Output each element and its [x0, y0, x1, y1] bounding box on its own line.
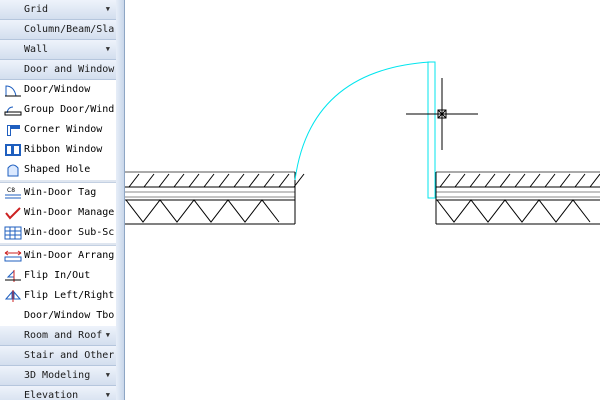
chevron-down-icon: ▼ — [105, 391, 110, 399]
category-label: Grid — [24, 4, 49, 15]
win-door-manage-icon — [4, 206, 22, 220]
chevron-down-icon: ▼ — [105, 5, 110, 13]
palette-scroll-edge[interactable] — [116, 0, 125, 400]
tool-door-window[interactable]: Door/Window — [0, 80, 116, 100]
tool-label: Win-Door Manage — [24, 207, 115, 218]
corner-window-icon — [4, 123, 22, 137]
flip-left-right-icon — [4, 289, 22, 303]
drawing-canvas[interactable] — [125, 0, 600, 400]
tool-win-door-tag[interactable]: C8 Win-Door Tag — [0, 183, 116, 203]
group-door-window-icon — [4, 103, 22, 117]
category-label: Stair and Other — [24, 350, 115, 361]
chevron-down-icon: ▼ — [105, 331, 110, 339]
category-label: 3D Modeling — [24, 370, 91, 381]
win-door-arrange-icon — [4, 249, 22, 263]
wall-left — [125, 171, 305, 225]
crosshair-cursor — [406, 78, 478, 150]
top-category-wall[interactable]: Wall ▼ — [0, 40, 116, 60]
tool-label: Door/Window Tbo — [24, 310, 115, 321]
shaped-hole-icon — [4, 163, 22, 177]
win-door-subscreen-icon — [4, 226, 22, 240]
tool-ribbon-window[interactable]: Ribbon Window — [0, 140, 116, 160]
separator — [0, 243, 116, 246]
tool-shaped-hole[interactable]: Shaped Hole — [0, 160, 116, 180]
tool-label: Win-door Sub-Sc — [24, 227, 115, 238]
tool-win-door-manage[interactable]: Win-Door Manage — [0, 203, 116, 223]
category-label: Room and Roof — [24, 330, 103, 341]
category-label: Wall — [24, 44, 49, 55]
tool-group-door-wind[interactable]: Group Door/Wind — [0, 100, 116, 120]
tool-label: Group Door/Wind — [24, 104, 115, 115]
tool-win-door-arrang[interactable]: Win-Door Arrang — [0, 246, 116, 266]
tool-label: Win-Door Tag — [24, 187, 97, 198]
bottom-category-room-and-roof[interactable]: Room and Roof▼ — [0, 326, 116, 346]
tool-label: Corner Window — [24, 124, 103, 135]
tool-label: Ribbon Window — [24, 144, 103, 155]
tool-label: Flip In/Out — [24, 270, 91, 281]
tool-label: Win-Door Arrang — [24, 250, 115, 261]
win-door-tag-icon: C8 — [4, 186, 22, 200]
category-label: Door and Window — [24, 64, 115, 75]
category-label: Column/Beam/Sla — [24, 24, 115, 35]
bottom-category-stair-and-other[interactable]: Stair and Other — [0, 346, 116, 366]
svg-text:C8: C8 — [7, 187, 15, 194]
bottom-category-elevation[interactable]: Elevation ▼ — [0, 386, 116, 400]
tool-flip-in-out[interactable]: Flip In/Out — [0, 266, 116, 286]
door-leaf — [427, 61, 436, 199]
top-category-column-beam-sla[interactable]: Column/Beam/Sla — [0, 20, 116, 40]
chevron-down-icon: ▼ — [105, 45, 110, 53]
tool-flip-left-right[interactable]: Flip Left/Right — [0, 286, 116, 306]
wall-right — [435, 171, 600, 225]
door-swing-arc — [294, 61, 431, 181]
category-label: Elevation — [24, 390, 79, 400]
tool-label: Door/Window — [24, 84, 91, 95]
tool-door-window-tbo[interactable]: Door/Window Tbo — [0, 306, 116, 326]
ribbon-window-icon — [4, 143, 22, 157]
door-window-icon — [4, 83, 22, 97]
chevron-down-icon: ▼ — [105, 371, 110, 379]
separator — [0, 180, 116, 183]
top-category-grid[interactable]: Grid ▼ — [0, 0, 116, 20]
tool-label: Flip Left/Right — [24, 290, 115, 301]
tool-label: Shaped Hole — [24, 164, 91, 175]
tool-corner-window[interactable]: Corner Window — [0, 120, 116, 140]
flip-in-out-icon — [4, 269, 22, 283]
door-symbol[interactable] — [294, 61, 436, 199]
top-category-door-and-window[interactable]: Door and Window — [0, 60, 116, 80]
tool-win-door-sub-sc[interactable]: Win-door Sub-Sc — [0, 223, 116, 243]
bottom-category-3d-modeling[interactable]: 3D Modeling ▼ — [0, 366, 116, 386]
